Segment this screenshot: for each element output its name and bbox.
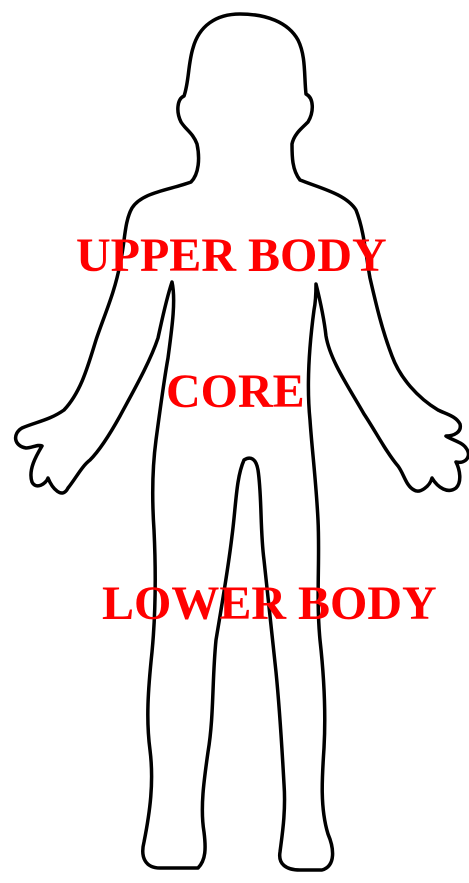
core-label: CORE	[166, 368, 305, 416]
body-outline-path	[16, 14, 469, 870]
lower-body-label: LOWER BODY	[102, 580, 437, 628]
upper-body-label: UPPER BODY	[76, 232, 387, 280]
